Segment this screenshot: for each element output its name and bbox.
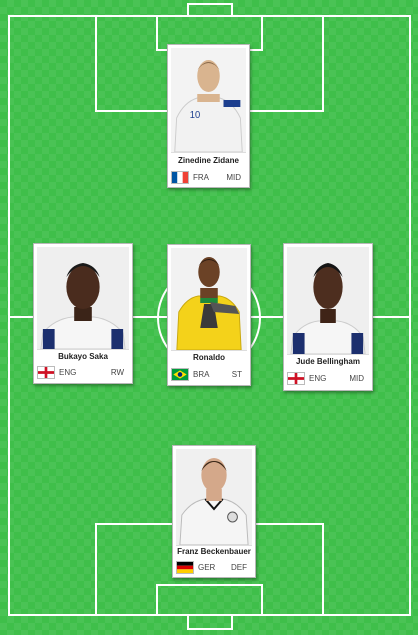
player-position: ST xyxy=(231,370,242,379)
player-country: GER xyxy=(198,563,216,572)
player-card[interactable]: 10 Zinedine Zidane FRA MID xyxy=(167,44,250,188)
player-country: FRA xyxy=(193,173,209,182)
pitch-boundary xyxy=(8,15,411,616)
svg-text:10: 10 xyxy=(190,110,201,121)
player-position: MID xyxy=(226,173,241,182)
player-meta: ENG MID xyxy=(287,372,369,386)
england-flag-icon xyxy=(287,372,305,385)
brazil-flag-icon xyxy=(171,368,189,381)
player-photo xyxy=(37,247,129,350)
player-name: Jude Bellingham xyxy=(295,357,360,366)
player-name: Ronaldo xyxy=(193,353,225,362)
player-meta: FRA MID xyxy=(171,171,246,185)
player-country: ENG xyxy=(59,368,77,377)
player-position: DEF xyxy=(231,563,247,572)
player-name: Zinedine Zidane xyxy=(178,156,239,165)
player-meta: BRA ST xyxy=(171,368,247,382)
top-goal xyxy=(187,3,233,17)
player-meta: GER DEF xyxy=(176,561,252,575)
player-name: Franz Beckenbauer xyxy=(177,547,251,556)
player-country: ENG xyxy=(309,374,327,383)
player-meta: ENG RW xyxy=(37,366,129,380)
england-flag-icon xyxy=(37,366,55,379)
bottom-goal xyxy=(187,614,233,630)
player-card[interactable]: Jude Bellingham ENG MID xyxy=(283,243,373,391)
bottom-goal-box xyxy=(156,584,263,616)
player-country: BRA xyxy=(193,370,210,379)
player-photo xyxy=(171,248,247,351)
player-card[interactable]: Bukayo Saka ENG RW xyxy=(33,243,133,384)
germany-flag-icon xyxy=(176,561,194,574)
player-card[interactable]: Franz Beckenbauer GER DEF xyxy=(172,445,256,578)
player-position: MID xyxy=(349,374,364,383)
player-photo: 10 xyxy=(171,48,246,153)
player-position: RW xyxy=(110,368,124,377)
player-photo xyxy=(176,449,252,546)
player-card[interactable]: Ronaldo BRA ST xyxy=(167,244,251,386)
france-flag-icon xyxy=(171,171,189,184)
player-name: Bukayo Saka xyxy=(58,352,108,361)
player-photo xyxy=(287,247,369,355)
